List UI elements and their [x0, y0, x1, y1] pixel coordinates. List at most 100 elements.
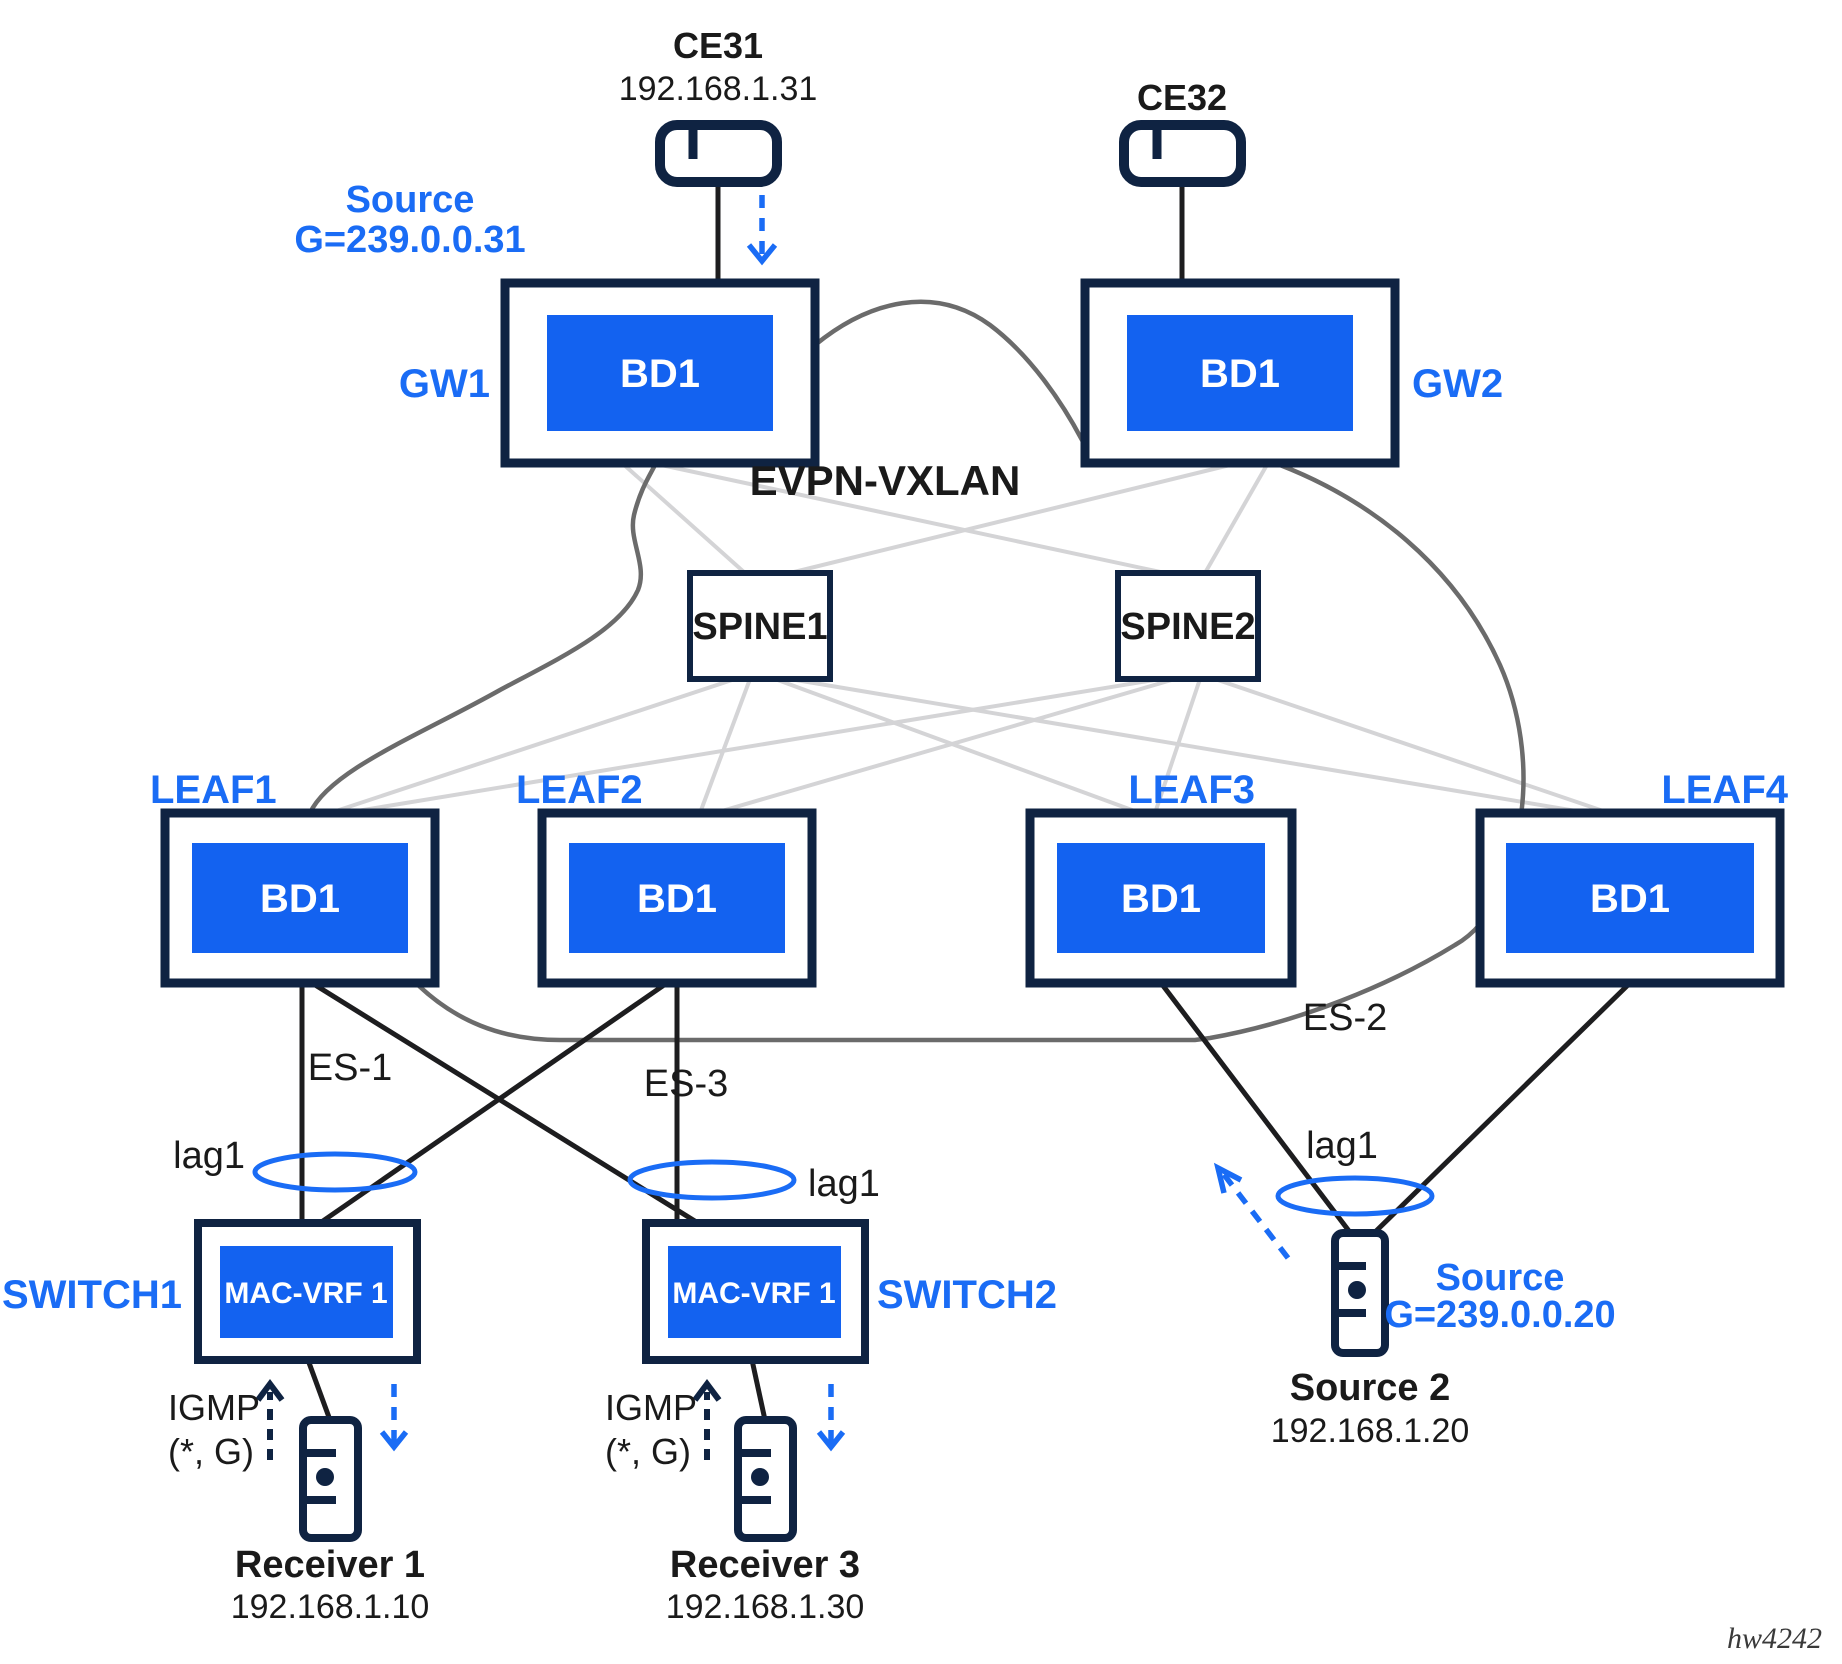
- es3-label: ES-3: [644, 1063, 728, 1105]
- source2-icon-dot: [1348, 1281, 1366, 1299]
- igmp-left-label-line1: IGMP: [168, 1387, 260, 1428]
- ce31-traffic-arrowhead-icon: [746, 243, 778, 266]
- leaf1-bd1-rect: [192, 843, 408, 953]
- fabric-label: EVPN-VXLAN: [750, 457, 1021, 504]
- receiver3-icon-dot: [751, 1468, 769, 1486]
- lag1-mid-ellipse: [627, 1159, 797, 1201]
- gw1-bd1-rect: [547, 315, 773, 431]
- switch2-macvrf-rect: [668, 1246, 841, 1338]
- source-top-label-line1: Source: [346, 179, 475, 221]
- igmp-mid-label-line1: IGMP: [605, 1387, 697, 1428]
- fabric-links: [329, 461, 1616, 817]
- receiver1-icon: [299, 1416, 362, 1542]
- link-spine2-leaf2: [714, 677, 1176, 815]
- link-leaf2-switch1: [318, 980, 669, 1226]
- es2-label: ES-2: [1303, 997, 1387, 1039]
- lag1-right-label: lag1: [1306, 1125, 1378, 1167]
- leaf4-node: [1475, 808, 1785, 988]
- spine2-node: [1115, 570, 1261, 682]
- receiver1-icon-dot: [316, 1468, 334, 1486]
- switch2-node: [642, 1219, 869, 1364]
- link-spine1-leaf3: [774, 677, 1141, 815]
- link-gw1-spine2: [651, 461, 1166, 575]
- figure-watermark: hw4242: [1727, 1622, 1822, 1655]
- source-right-label-line1: Source: [1436, 1257, 1565, 1299]
- gw2-bd1-label: BD1: [1200, 352, 1280, 396]
- link-spine1-leaf2: [698, 678, 752, 814]
- source2-traffic-up-arrow: [1219, 1170, 1291, 1260]
- leaf1-bd1-label: BD1: [260, 877, 340, 921]
- receiver1-ip-label: 192.168.1.10: [231, 1588, 430, 1626]
- link-switch1-receiver1: [305, 1359, 333, 1421]
- igmp-mid-label-line2: (*, G): [605, 1431, 691, 1472]
- leaf3-bd1-rect: [1057, 843, 1265, 953]
- link-gw2-spine1: [789, 461, 1239, 575]
- link-switch2-receiver3: [749, 1359, 768, 1421]
- source-right-label-line2: G=239.0.0.20: [1384, 1294, 1615, 1336]
- ce32-name-label: CE32: [1137, 77, 1227, 118]
- leaf3-bd1-label: BD1: [1121, 877, 1201, 921]
- traffic-arrows: [255, 172, 1291, 1460]
- spine2-box: [1115, 570, 1261, 682]
- leaf2-bd1-label: BD1: [637, 877, 717, 921]
- source-top-label-line2: G=239.0.0.31: [294, 219, 525, 261]
- leaf4-bd1-label: BD1: [1590, 877, 1670, 921]
- leaf1-node: [160, 808, 440, 988]
- es1-label: ES-1: [308, 1047, 392, 1089]
- link-gw2-spine2: [1203, 462, 1270, 574]
- gw1-bd1-label: BD1: [620, 352, 700, 396]
- lag1-left-ellipse: [252, 1151, 418, 1193]
- leaf2-node: [537, 808, 817, 988]
- igmp-mid-arrowhead-icon: [692, 1379, 722, 1402]
- switch1-macvrf-label: MAC-VRF 1: [224, 1277, 387, 1310]
- switch2-macvrf-label: MAC-VRF 1: [672, 1277, 835, 1310]
- source2-ip-label: 192.168.1.20: [1271, 1412, 1470, 1450]
- gw1-node: [500, 278, 820, 468]
- gw2-bd1-rect: [1127, 315, 1353, 431]
- traffic-mid-arrowhead-icon: [816, 1430, 846, 1452]
- leaf2-label: LEAF2: [516, 768, 643, 812]
- link-spine2-leaf3: [1153, 678, 1202, 814]
- ce31-icon-body: [655, 120, 782, 187]
- lag1-right-ellipse: [1275, 1175, 1435, 1217]
- switch1-macvrf-rect: [220, 1246, 393, 1338]
- receiver3-ip-label: 192.168.1.30: [666, 1588, 865, 1626]
- link-spine1-leaf4: [789, 677, 1601, 817]
- receiver3-icon: [734, 1416, 797, 1542]
- gw2-node: [1080, 278, 1400, 468]
- ce32-icon: [1119, 120, 1246, 187]
- ce32-icon-body: [1119, 120, 1246, 187]
- leaf3-node: [1025, 808, 1297, 988]
- source2-traffic-arrowhead-icon: [1213, 1162, 1243, 1194]
- switch1-label: SWITCH1: [2, 1273, 182, 1317]
- leaf2-bd1-rect: [569, 843, 785, 953]
- link-gw1-spine1: [620, 461, 747, 575]
- spine1-label: SPINE1: [692, 606, 827, 648]
- link-spine2-leaf1: [344, 677, 1161, 815]
- gw2-label: GW2: [1412, 362, 1503, 406]
- receiver1-name-label: Receiver 1: [235, 1544, 425, 1586]
- switch2-label: SWITCH2: [877, 1273, 1057, 1317]
- leaf4-bd1-rect: [1506, 843, 1754, 953]
- spine1-box: [687, 570, 833, 682]
- leaf1-label: LEAF1: [150, 768, 277, 812]
- link-spine2-leaf4: [1214, 677, 1616, 817]
- spine2-label: SPINE2: [1120, 606, 1255, 648]
- leaf4-label: LEAF4: [1661, 768, 1788, 812]
- igmp-left-label-line2: (*, G): [168, 1431, 254, 1472]
- lag1-mid-label: lag1: [808, 1163, 880, 1205]
- igmp-left-arrowhead-icon: [255, 1379, 285, 1402]
- source2-icon: [1331, 1229, 1389, 1357]
- lag1-left-label: lag1: [173, 1135, 245, 1177]
- spine1-node: [687, 570, 833, 682]
- source2-name-label: Source 2: [1290, 1367, 1451, 1409]
- ce31-ip-label: 192.168.1.31: [619, 70, 818, 108]
- ce31-icon: [655, 120, 782, 187]
- traffic-left-arrowhead-icon: [379, 1430, 409, 1452]
- link-spine1-leaf1: [329, 677, 736, 815]
- ce31-name-label: CE31: [673, 25, 763, 66]
- link-leaf4-source2: [1370, 981, 1632, 1237]
- gw1-label: GW1: [399, 362, 490, 406]
